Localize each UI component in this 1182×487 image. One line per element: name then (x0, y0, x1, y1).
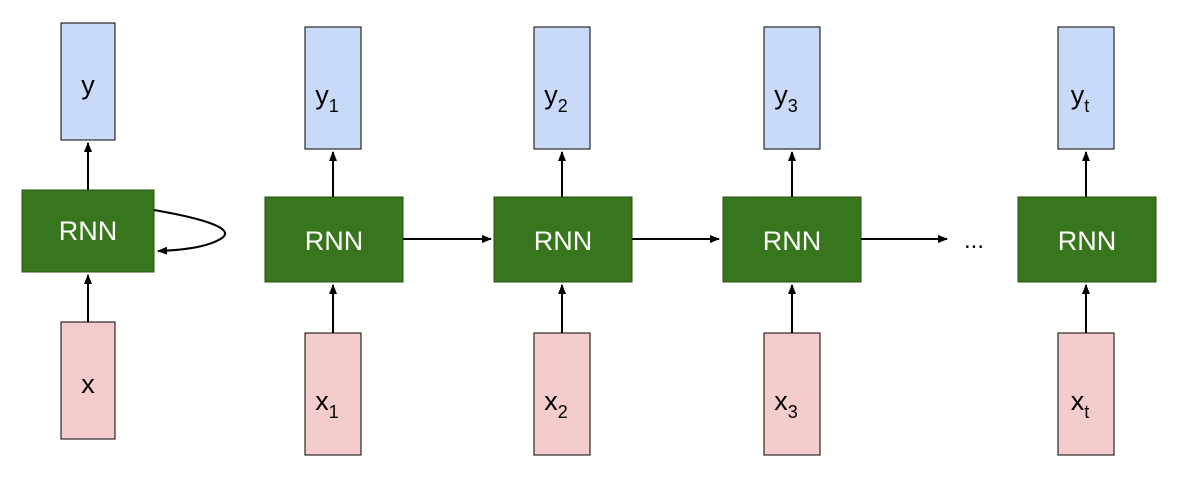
input-label-2: x2 (544, 386, 568, 422)
output-box-1 (304, 26, 362, 150)
unrolled-step-3: y3 RNN x3 (722, 26, 862, 456)
folded-output-box (60, 22, 116, 141)
rnn-label-1: RNN (305, 226, 364, 256)
input-label-3: x3 (774, 386, 798, 422)
unrolled-step-t: yt RNN xt (1017, 26, 1157, 456)
input-box-1 (304, 332, 362, 456)
input-box-t (1057, 332, 1115, 456)
input-box-2 (533, 332, 591, 456)
output-box-3 (763, 26, 821, 150)
output-box-t (1057, 26, 1115, 150)
rnn-label-t: RNN (1058, 226, 1117, 256)
input-label-1: x1 (315, 386, 339, 422)
folded-input-box (60, 321, 116, 440)
output-box-2 (533, 26, 591, 150)
rnn-cell-3 (722, 196, 862, 283)
input-label-t: xt (1071, 386, 1090, 422)
folded-recurrent-loop (153, 209, 226, 255)
rnn-cell-1 (264, 196, 404, 283)
unrolled-step-2: y2 RNN x2 (493, 26, 633, 456)
rnn-label-3: RNN (763, 226, 822, 256)
rnn-cell-2 (493, 196, 633, 283)
rnn-cell-t (1017, 196, 1157, 283)
unrolled-step-1: y1 RNN x1 (264, 26, 404, 456)
folded-rnn-label: RNN (59, 216, 118, 246)
output-label-2: y2 (544, 80, 568, 116)
output-label-3: y3 (774, 80, 798, 116)
input-box-3 (763, 332, 821, 456)
ellipsis-label: ... (964, 227, 984, 254)
rnn-label-2: RNN (534, 226, 593, 256)
folded-output-label: y (81, 70, 95, 100)
folded-input-label: x (81, 369, 95, 399)
output-label-t: yt (1071, 80, 1090, 116)
folded-rnn-cell (21, 189, 155, 273)
folded-rnn: y RNN x (21, 22, 226, 440)
output-label-1: y1 (315, 80, 339, 116)
